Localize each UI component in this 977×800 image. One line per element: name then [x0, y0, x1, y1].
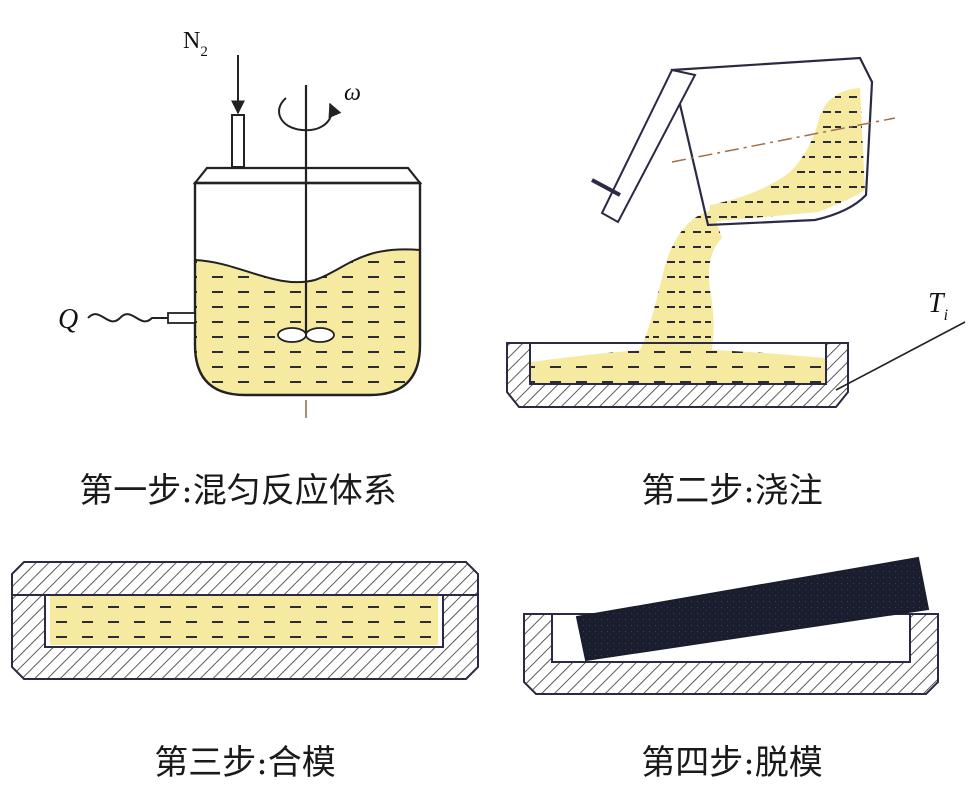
heat-input-wave — [87, 313, 168, 323]
demolded-part — [575, 556, 930, 662]
impeller-blade-right — [305, 327, 335, 343]
closed-mold-liquid — [50, 596, 438, 645]
mold-liquid — [531, 350, 825, 383]
panel-step3-closing — [11, 561, 479, 680]
reactor-vessel — [193, 181, 422, 397]
panel-step4-demolding — [523, 556, 939, 695]
rotation-label: ω — [344, 80, 361, 106]
panel-step1-mixing: N2 Q ω — [58, 28, 423, 418]
reactor-liquid — [195, 249, 420, 395]
caption-step2: 第二步:浇注 — [641, 471, 822, 511]
closed-mold-cavity-outline — [44, 594, 444, 648]
caption-step3: 第三步:合模 — [154, 743, 335, 783]
pour-container-rim — [600, 68, 697, 224]
caption-step4: 第四步:脱模 — [641, 743, 822, 783]
pour-container — [670, 56, 874, 227]
pour-handle — [591, 178, 621, 197]
temperature-label: Ti — [928, 288, 948, 324]
pour-stream — [640, 210, 722, 350]
rotation-arrow — [278, 97, 342, 132]
reactor-lid — [192, 166, 423, 185]
mold-open — [506, 342, 849, 408]
temperature-leader — [835, 321, 966, 391]
gas-inlet-pipe — [231, 114, 245, 168]
impeller-blade-left — [277, 327, 307, 343]
liquid-surface — [194, 248, 421, 284]
pour-container-liquid — [708, 88, 865, 222]
pour-axis — [671, 117, 896, 163]
gas-label: N2 — [183, 28, 208, 60]
mold-lid — [11, 561, 479, 596]
caption-step1: 第一步:混匀反应体系 — [79, 471, 396, 511]
heat-label: Q — [58, 304, 78, 335]
heat-input-nozzle — [167, 312, 196, 324]
panel-step2-pouring: Ti — [506, 56, 966, 408]
